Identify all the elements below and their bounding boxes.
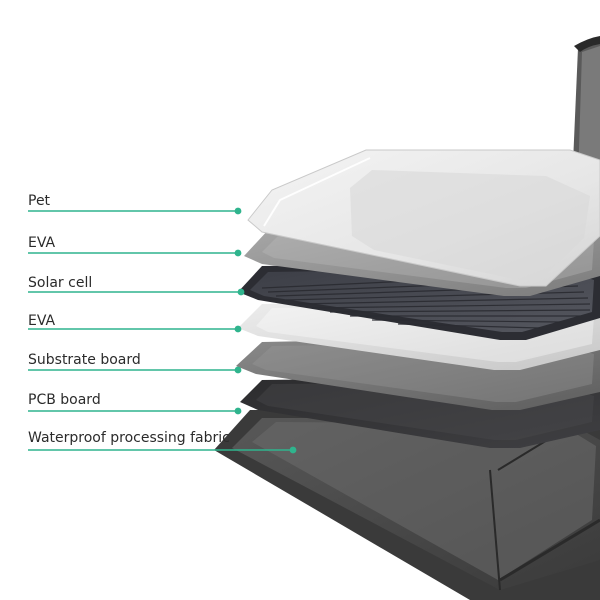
leader-dot — [234, 207, 242, 215]
leader-lines — [28, 207, 297, 454]
leader-dot — [234, 325, 242, 333]
layer-label: Waterproof processing fabric — [28, 430, 230, 446]
layer-label: PCB board — [28, 392, 101, 408]
layer-label: Pet — [28, 193, 51, 209]
leader-dot — [234, 249, 242, 257]
leader-dot — [234, 366, 242, 374]
layer-label: Substrate board — [28, 352, 141, 368]
pet-layer — [247, 149, 600, 287]
waterproof-fabric-layer — [214, 410, 600, 600]
layer-label: Solar cell — [28, 275, 93, 291]
leader-dot — [289, 446, 297, 454]
layer-label: EVA — [28, 235, 56, 251]
leader-dot — [234, 407, 242, 415]
leader-dot — [237, 288, 245, 296]
layer-label: EVA — [28, 313, 56, 329]
